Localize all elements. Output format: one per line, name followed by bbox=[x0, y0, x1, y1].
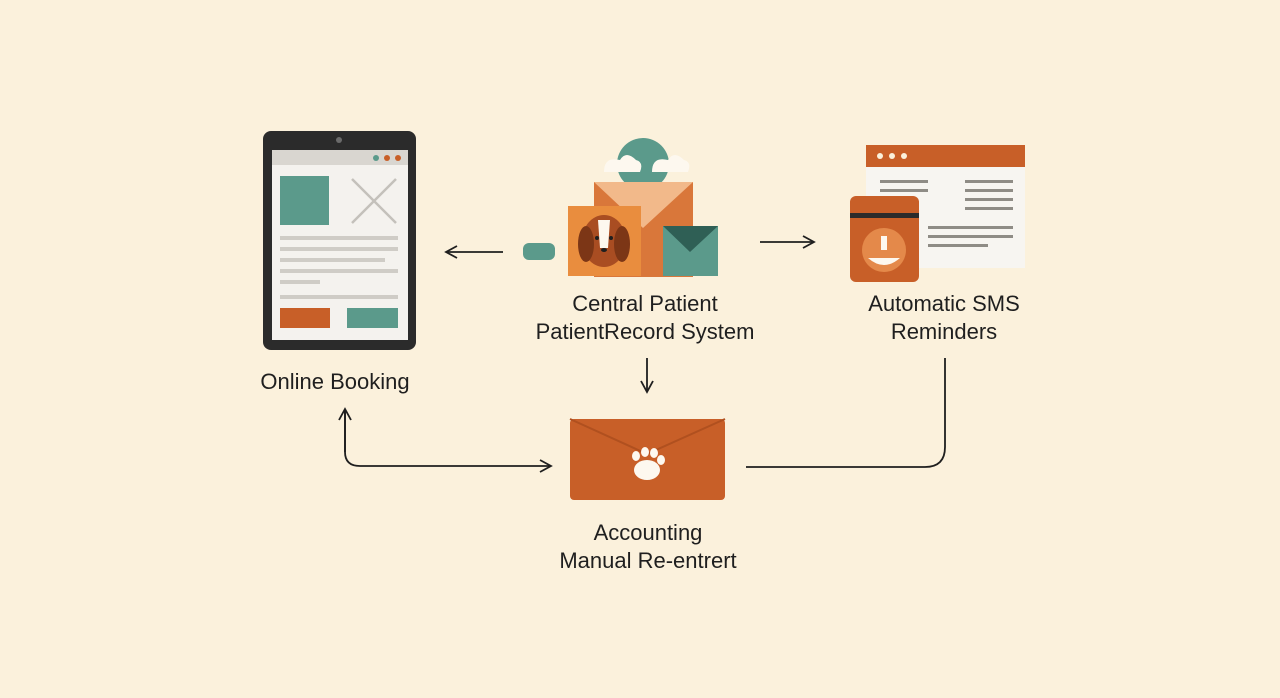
envelope-dog-icon bbox=[568, 138, 718, 277]
accounting-line1: Accounting bbox=[593, 520, 703, 545]
central-system-label: Central Patient PatientRecord System bbox=[510, 290, 780, 346]
sms-reminders-line2: Reminders bbox=[890, 319, 998, 344]
central-system-line1: Central Patient bbox=[572, 291, 718, 316]
tablet-icon bbox=[263, 131, 416, 350]
online-booking-text: Online Booking bbox=[260, 369, 410, 394]
accounting-line2: Manual Re-entrert bbox=[559, 548, 737, 573]
sms-reminders-line1: Automatic SMS bbox=[868, 291, 1020, 316]
sms-reminders-label: Automatic SMS Reminders bbox=[830, 290, 1058, 346]
line-sms-accounting bbox=[746, 358, 946, 468]
paw-icon bbox=[569, 418, 726, 500]
accounting-label: Accounting Manual Re-entrert bbox=[530, 519, 766, 575]
arrow-booking-accounting bbox=[344, 412, 553, 473]
central-system-line2: PatientRecord System bbox=[535, 319, 755, 344]
browser-window-icon bbox=[850, 145, 1025, 282]
online-booking-label: Online Booking bbox=[240, 368, 430, 396]
connector-pill bbox=[523, 243, 555, 260]
connectors bbox=[338, 235, 946, 473]
